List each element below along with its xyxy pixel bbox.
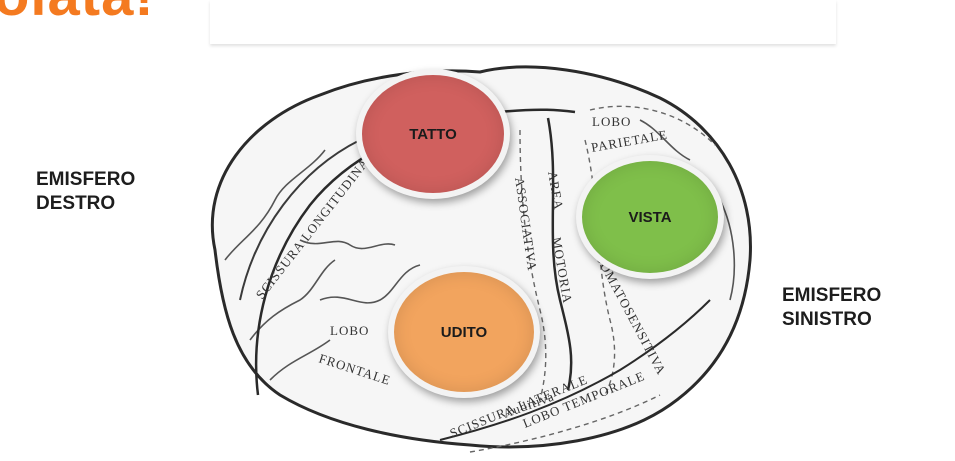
label-parietal-lobe-1: LOBO [592, 114, 631, 129]
left-hemisphere-text: EMISFERO DESTRO [36, 169, 135, 214]
sight-circle: VISTA [576, 155, 724, 279]
touch-circle: TATTO [356, 69, 510, 199]
touch-label: TATTO [409, 126, 457, 143]
hearing-label: UDITO [441, 324, 487, 341]
right-hemisphere-label: EMISFERO SINISTRO [782, 284, 881, 332]
right-hemisphere-text: EMISFERO SINISTRO [782, 285, 881, 330]
label-frontal-lobe-1: LOBO [330, 323, 369, 338]
left-hemisphere-label: EMISFERO DESTRO [36, 168, 135, 216]
sight-label: VISTA [628, 209, 671, 226]
hearing-circle: UDITO [388, 266, 540, 398]
